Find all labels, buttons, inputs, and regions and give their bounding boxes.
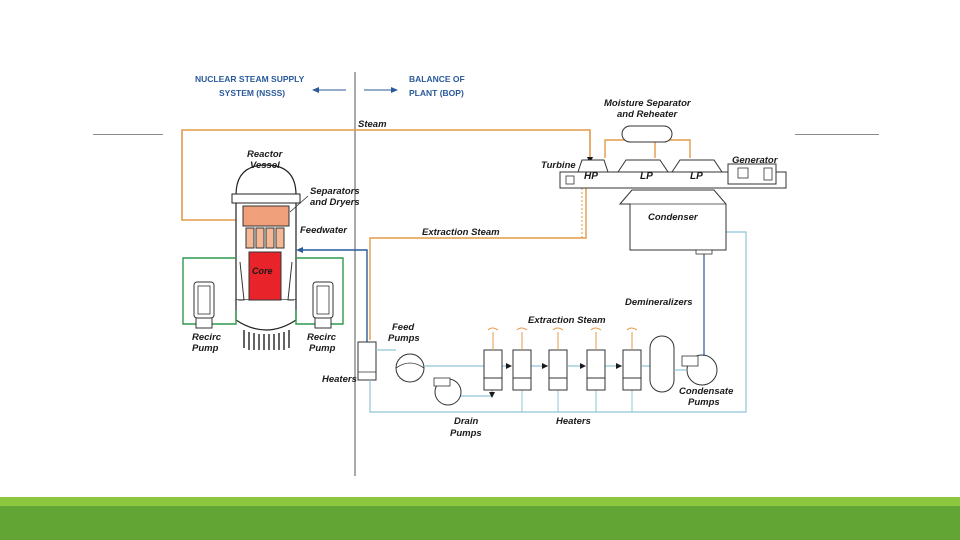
main-steam-line	[181, 129, 591, 221]
recirc-pump-right	[312, 281, 334, 329]
bop-header-line2: PLANT (BOP)	[409, 88, 464, 98]
moisture-separator-reheater	[621, 125, 673, 143]
core-label: Core	[252, 266, 273, 276]
nsss-header-line2: SYSTEM (NSSS)	[219, 88, 285, 98]
turbine-generator	[559, 159, 787, 189]
moisture-separator-label-1: Moisture Separator	[604, 98, 692, 109]
separators-label-2: and Dryers	[310, 197, 360, 208]
drain-pumps-label-1: Drain	[454, 416, 478, 427]
heaters-left-label: Heaters	[322, 374, 357, 385]
heater-flow-arrows	[506, 363, 622, 369]
heater-cascade-lines	[521, 390, 633, 412]
recirc-pump-left-label-1: Recirc	[192, 332, 222, 343]
condenser	[618, 189, 727, 255]
hp-label: HP	[584, 171, 598, 182]
condensate-pump	[681, 354, 718, 386]
extraction-steam-top-label: Extraction Steam	[422, 227, 500, 238]
separators-leader	[289, 195, 309, 213]
footer-band-light	[0, 497, 960, 506]
jet-pumps	[238, 261, 294, 301]
condensate-pumps-label-2: Pumps	[688, 397, 720, 408]
separators-and-dryers	[242, 205, 290, 227]
steam-separator-stacks	[245, 227, 285, 249]
nsss-header-line1: NUCLEAR STEAM SUPPLY	[195, 74, 305, 84]
lp1-label: LP	[640, 171, 653, 182]
lp2-label: LP	[690, 171, 703, 182]
separators-label-1: Separators	[310, 186, 360, 197]
bop-arrowhead	[391, 87, 398, 93]
left-rule	[93, 134, 163, 135]
feedwater-heaters	[483, 349, 642, 391]
condensate-pumps-label-1: Condensate	[679, 386, 734, 397]
extraction-steam-stubs	[487, 327, 638, 350]
turbine-label: Turbine	[541, 160, 576, 171]
demineralizer	[649, 335, 675, 393]
feedwater-label: Feedwater	[300, 225, 348, 236]
demineralizers-label: Demineralizers	[625, 297, 693, 308]
feedwater-arrowhead	[296, 247, 303, 253]
heater-drain-line	[369, 231, 747, 413]
reactor-vessel-label-1: Reactor	[247, 149, 284, 160]
feed-pump	[395, 353, 425, 383]
reactor-vessel-label-2: Vessel	[250, 160, 280, 171]
drain-pumps-label-2: Pumps	[450, 428, 482, 439]
heaters-bottom-label: Heaters	[556, 416, 591, 427]
heater-left	[357, 341, 377, 381]
crossover-steam-line	[604, 139, 691, 158]
drain-arrowhead	[489, 392, 495, 398]
feed-pumps-label-1: Feed	[392, 322, 414, 333]
feedwater-line	[300, 249, 368, 342]
right-rule	[795, 134, 879, 135]
recirc-pump-left-label-2: Pump	[192, 343, 219, 354]
reactor-core	[248, 251, 282, 301]
recirc-loop-right	[295, 257, 344, 325]
condenser-label: Condenser	[648, 212, 699, 223]
recirc-loop-left	[182, 257, 237, 325]
generator-label: Generator	[732, 155, 779, 166]
moisture-separator-label-2: and Reheater	[617, 109, 678, 120]
extraction-steam-line	[369, 188, 587, 340]
bop-header-line1: BALANCE OF	[409, 74, 465, 84]
recirc-pump-left	[193, 281, 215, 329]
recirc-pump-right-label-2: Pump	[309, 343, 336, 354]
steam-label: Steam	[358, 119, 387, 130]
footer-band-dark	[0, 506, 960, 540]
drain-pump	[433, 377, 462, 406]
recirc-pump-right-label-1: Recirc	[307, 332, 337, 343]
extraction-steam-mid-label: Extraction Steam	[528, 315, 606, 326]
nsss-arrowhead	[312, 87, 319, 93]
feed-pumps-label-2: Pumps	[388, 333, 420, 344]
